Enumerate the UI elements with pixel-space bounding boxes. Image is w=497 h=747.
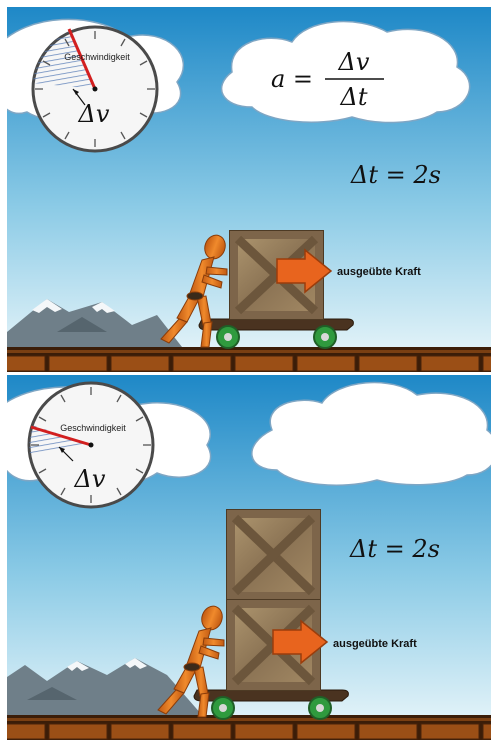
formula-numerator: Δv xyxy=(338,48,370,76)
speed-gauge: Geschwindigkeit Δv xyxy=(33,27,157,151)
floor xyxy=(7,347,491,372)
panel-top: Geschwindigkeit Δv a = Δv Δt Δt = 2s xyxy=(7,7,491,372)
scene-top: Geschwindigkeit Δv a = Δv Δt Δt = 2s xyxy=(7,7,491,372)
scene-bottom: Geschwindigkeit Δv Δt = 2s xyxy=(7,375,491,740)
gauge-label: Geschwindigkeit xyxy=(60,423,126,433)
crate-upper xyxy=(227,510,320,600)
floor xyxy=(7,715,491,740)
gauge-label: Geschwindigkeit xyxy=(64,52,130,62)
delta-v-label: Δv xyxy=(78,100,110,128)
speed-gauge: Geschwindigkeit Δv xyxy=(29,383,153,507)
formula-denominator: Δt xyxy=(340,83,368,111)
delta-v-label: Δv xyxy=(74,465,106,493)
time-interval-label: Δt = 2s xyxy=(350,161,441,189)
panel-bottom: Geschwindigkeit Δv Δt = 2s xyxy=(7,375,491,740)
force-label: ausgeübte Kraft xyxy=(337,266,421,278)
force-label: ausgeübte Kraft xyxy=(333,638,417,650)
time-interval-label: Δt = 2s xyxy=(349,535,440,563)
formula-lhs: a = xyxy=(271,65,313,93)
